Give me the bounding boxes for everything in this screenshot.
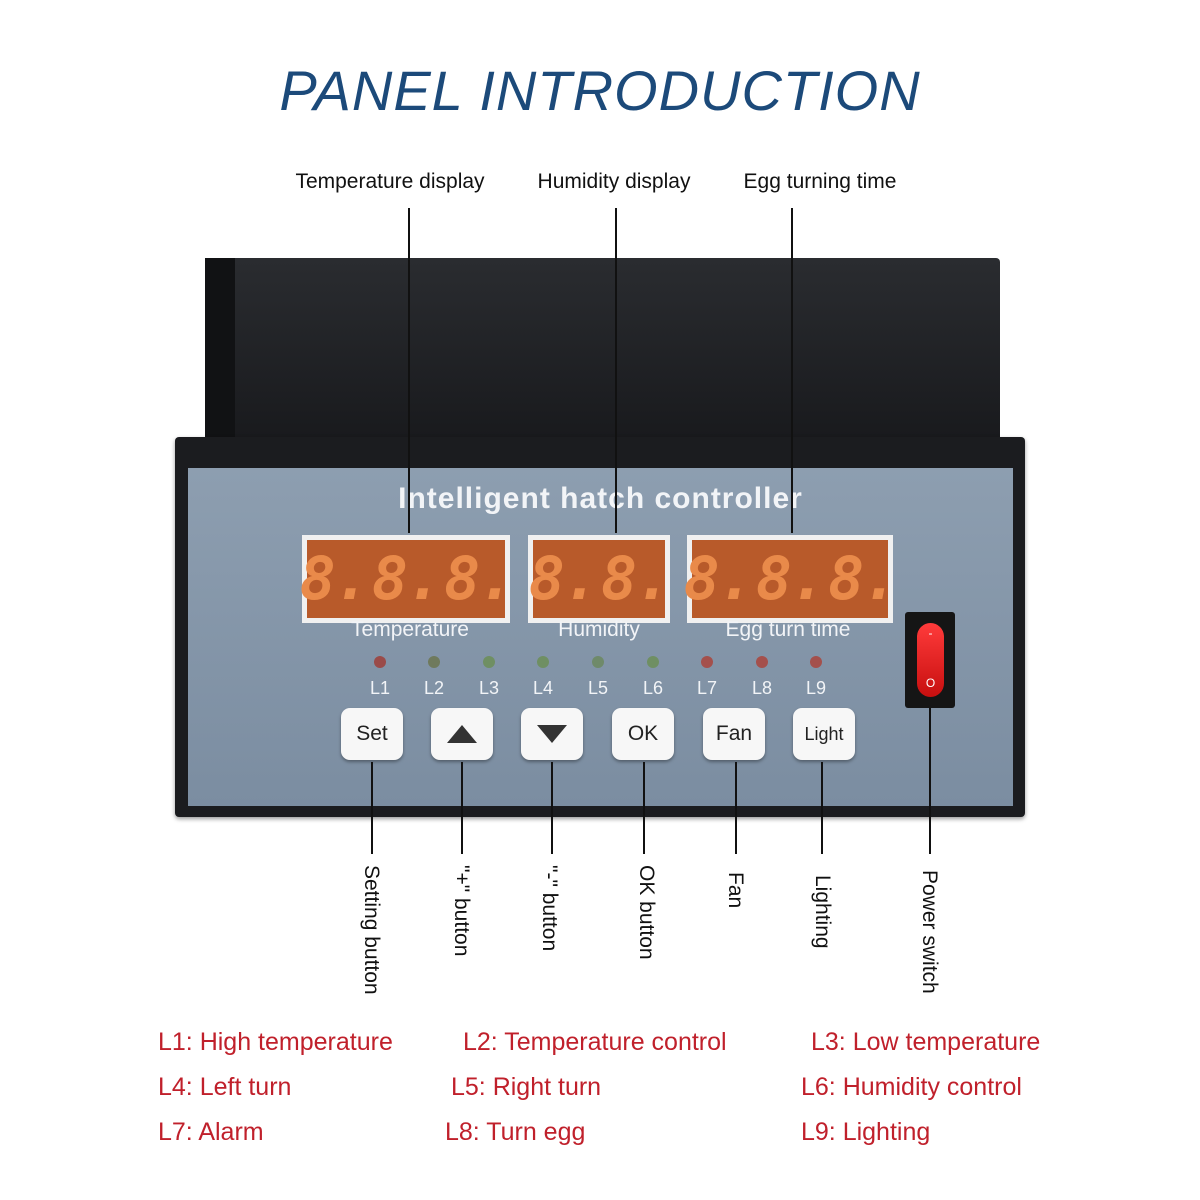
led-indicator bbox=[701, 656, 713, 668]
led-indicator bbox=[483, 656, 495, 668]
up-button[interactable] bbox=[431, 708, 493, 760]
fan-button[interactable]: Fan bbox=[703, 708, 765, 760]
led-label: L4 bbox=[532, 678, 554, 698]
legend-item-l3: L3: Low temperature bbox=[811, 1028, 1041, 1056]
ok-button[interactable]: OK bbox=[612, 708, 674, 760]
controller-housing bbox=[205, 258, 1000, 458]
caption-temperature: Temperature bbox=[351, 618, 469, 641]
label-temperature-display: Temperature display bbox=[295, 170, 485, 193]
digit: 8. bbox=[528, 544, 599, 614]
legend-item-l1: L1: High temperature bbox=[158, 1028, 393, 1056]
leader-line-set bbox=[371, 762, 373, 854]
led-label: L3 bbox=[478, 678, 500, 698]
led-indicator bbox=[428, 656, 440, 668]
set-button[interactable]: Set bbox=[341, 708, 403, 760]
callout-minus-button: "-" button bbox=[538, 865, 561, 952]
power-on-mark: - bbox=[928, 626, 933, 640]
led-indicator bbox=[537, 656, 549, 668]
callout-plus-button: "+" button bbox=[450, 865, 473, 957]
panel-title: Intelligent hatch controller bbox=[398, 482, 803, 515]
led-indicator bbox=[756, 656, 768, 668]
led-label: L7 bbox=[696, 678, 718, 698]
housing-side bbox=[205, 258, 235, 458]
digit: 8. bbox=[444, 544, 514, 614]
power-off-mark: O bbox=[925, 676, 936, 690]
digit: 8. bbox=[755, 544, 826, 614]
callout-ok-button: OK button bbox=[635, 865, 658, 960]
egg-turn-time-display: 8. 8. 8. bbox=[683, 535, 898, 623]
digit: 8. bbox=[371, 544, 442, 614]
digit: 8. bbox=[828, 544, 898, 614]
led-indicator bbox=[592, 656, 604, 668]
digit: 8. bbox=[601, 544, 671, 614]
light-button[interactable]: Light bbox=[793, 708, 855, 760]
leader-line-minus bbox=[551, 762, 553, 854]
down-triangle-icon bbox=[537, 725, 567, 743]
led-indicator bbox=[374, 656, 386, 668]
leader-line-plus bbox=[461, 762, 463, 854]
temperature-display: 8. 8. 8. bbox=[299, 535, 514, 623]
led-label: L2 bbox=[423, 678, 445, 698]
caption-humidity: Humidity bbox=[558, 618, 640, 641]
caption-egg-turn-time: Egg turn time bbox=[725, 618, 851, 641]
led-label: L9 bbox=[805, 678, 827, 698]
led-indicator bbox=[647, 656, 659, 668]
leader-line-temperature bbox=[408, 208, 410, 533]
legend-item-l8: L8: Turn egg bbox=[445, 1118, 586, 1146]
legend-item-l4: L4: Left turn bbox=[158, 1073, 292, 1101]
leader-line-egg-turn bbox=[791, 208, 793, 533]
humidity-display: 8. 8. bbox=[528, 535, 671, 623]
led-label: L1 bbox=[369, 678, 391, 698]
digit: 8. bbox=[299, 544, 370, 614]
down-button[interactable] bbox=[521, 708, 583, 760]
led-label: L6 bbox=[642, 678, 664, 698]
leader-line-fan bbox=[735, 762, 737, 854]
led-label: L5 bbox=[587, 678, 609, 698]
up-triangle-icon bbox=[447, 725, 477, 743]
leader-line-humidity bbox=[615, 208, 617, 533]
legend-item-l6: L6: Humidity control bbox=[801, 1073, 1022, 1101]
legend-item-l2: L2: Temperature control bbox=[463, 1028, 727, 1056]
label-humidity-display: Humidity display bbox=[537, 170, 691, 193]
callout-lighting: Lighting bbox=[811, 875, 834, 949]
callout-setting-button: Setting button bbox=[360, 865, 383, 995]
leader-line-power bbox=[929, 708, 931, 854]
legend-item-l7: L7: Alarm bbox=[158, 1118, 264, 1146]
leader-line-light bbox=[821, 762, 823, 854]
page-title: PANEL INTRODUCTION bbox=[279, 59, 921, 122]
callout-fan: Fan bbox=[724, 872, 747, 909]
controller-faceplate bbox=[188, 468, 1013, 806]
led-indicator bbox=[810, 656, 822, 668]
legend-item-l9: L9: Lighting bbox=[801, 1118, 931, 1146]
power-switch[interactable] bbox=[917, 623, 944, 697]
callout-power-switch: Power switch bbox=[918, 870, 941, 994]
digit: 8. bbox=[683, 544, 754, 614]
leader-line-ok bbox=[643, 762, 645, 854]
led-label: L8 bbox=[751, 678, 773, 698]
label-egg-turning-time: Egg turning time bbox=[743, 170, 897, 193]
legend-item-l5: L5: Right turn bbox=[451, 1073, 602, 1101]
